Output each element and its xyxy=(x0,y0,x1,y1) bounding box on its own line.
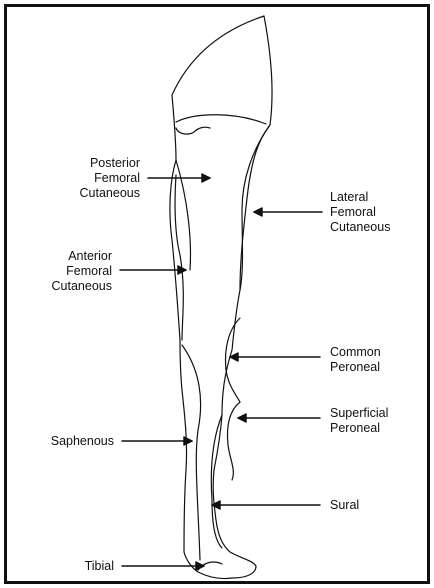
hip-crease xyxy=(176,115,266,124)
gluteal-fold xyxy=(176,127,210,134)
label-sural: Sural xyxy=(330,498,426,513)
label-saphenous: Saphenous xyxy=(16,434,114,449)
arrowhead-posterior-femoral-cutaneous xyxy=(202,174,210,182)
label-posterior-femoral-cutaneous: Posterior Femoral Cutaneous xyxy=(20,156,140,201)
arrowhead-lateral-femoral-cutaneous xyxy=(254,208,262,216)
saphenous-zone-line xyxy=(182,345,201,560)
arrowhead-saphenous xyxy=(184,437,192,445)
anterior-zone-line xyxy=(176,160,190,270)
arrowhead-superficial-peroneal xyxy=(238,414,246,422)
label-tibial: Tibial xyxy=(16,559,114,574)
arrowhead-anterior-femoral-cutaneous xyxy=(178,266,186,274)
leg-outline xyxy=(170,16,272,579)
label-superficial-peroneal: Superficial Peroneal xyxy=(330,406,426,436)
label-lateral-femoral-cutaneous: Lateral Femoral Cutaneous xyxy=(330,190,426,235)
arrows xyxy=(120,174,322,570)
posterior-medial-line xyxy=(175,175,183,340)
lateral-zone-line xyxy=(240,125,270,290)
superficial-peroneal-line xyxy=(228,402,241,480)
arrowhead-tibial xyxy=(196,562,204,570)
label-anterior-femoral-cutaneous: Anterior Femoral Cutaneous xyxy=(16,249,112,294)
arrowhead-sural xyxy=(212,501,220,509)
label-common-peroneal: Common Peroneal xyxy=(330,345,426,375)
